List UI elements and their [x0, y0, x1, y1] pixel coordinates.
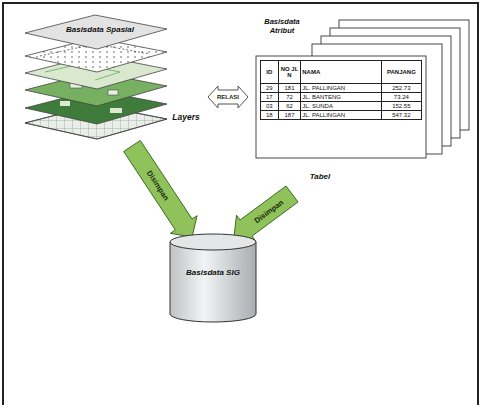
table-cell-text: JL. PALLINGAN — [302, 85, 345, 91]
table-cell: NAMA — [301, 61, 382, 84]
table-cell-text: 181 — [284, 85, 294, 91]
table-cell: JL. SUNDA — [301, 102, 382, 111]
table-cell: 18 — [261, 111, 279, 120]
table-cell: 181 — [278, 84, 301, 93]
table-cell-text: 03 — [266, 103, 273, 109]
database-cylinder: Basisdata SIG — [168, 232, 258, 324]
node-title: Basisdata Atribut — [256, 18, 308, 35]
arrow-label: RELASI — [216, 94, 240, 100]
table-cell: 62 — [278, 102, 301, 111]
table-cell-text: 187 — [284, 112, 294, 118]
table-cell: JL. BANTENG — [301, 93, 382, 102]
table-cell: JL. PALLINGAN — [301, 111, 382, 120]
table-cell: 72 — [278, 93, 301, 102]
table-cell-text: 17 — [266, 94, 273, 100]
table-cell-text: 152.55 — [392, 103, 410, 109]
table-cell-text: JL. SUNDA — [302, 103, 333, 109]
table-cell: NO JLN — [278, 61, 301, 84]
store-arrow — [234, 186, 298, 241]
table-cell-text: 73.24 — [394, 94, 409, 100]
table-cell-text: 29 — [266, 85, 273, 91]
layer-stack — [25, 15, 167, 139]
table-cell: 73.24 — [381, 93, 421, 102]
table-cell: 252.73 — [381, 84, 421, 93]
table-cell: 17 — [261, 93, 279, 102]
table-cell: ID — [261, 61, 279, 84]
table-cell-text: 72 — [286, 94, 293, 100]
store-arrow — [124, 141, 197, 238]
column-header: PANJANG — [387, 69, 416, 75]
column-header: ID — [266, 69, 272, 75]
page-stack — [256, 20, 469, 158]
column-header: NAMA — [302, 69, 320, 75]
table-cell-text: JL. BANTENG — [302, 94, 341, 100]
table-cell-text: 547.32 — [392, 112, 410, 118]
column-header: NO JLN — [281, 66, 299, 78]
table-cell-text: 252.73 — [392, 85, 410, 91]
layers-group: Basisdata SpasialLayers — [20, 10, 205, 144]
table-cell-text: 62 — [286, 103, 293, 109]
table-cell-text: 18 — [266, 112, 273, 118]
table-cell: 152.55 — [381, 102, 421, 111]
table-cell: 547.32 — [381, 111, 421, 120]
attribute-table: IDNO JLNNAMAPANJANG29181JL. PALLINGAN252… — [260, 60, 422, 120]
table-cell: JL. PALLINGAN — [301, 84, 382, 93]
table-cell-text: JL. PALLINGAN — [302, 112, 345, 118]
frame — [3, 3, 478, 405]
table-cell: 29 — [261, 84, 279, 93]
relation-arrow — [208, 86, 248, 108]
node-title: Basisdata SIG — [186, 268, 240, 277]
node-caption: Layers — [168, 113, 204, 123]
table-cell: 187 — [278, 111, 301, 120]
node-caption: Tabel — [302, 172, 338, 181]
table-cell: PANJANG — [381, 61, 421, 84]
node-title: Basisdata Spasial — [65, 25, 135, 34]
table-cell: 03 — [261, 102, 279, 111]
cylinder-outline — [168, 232, 258, 324]
